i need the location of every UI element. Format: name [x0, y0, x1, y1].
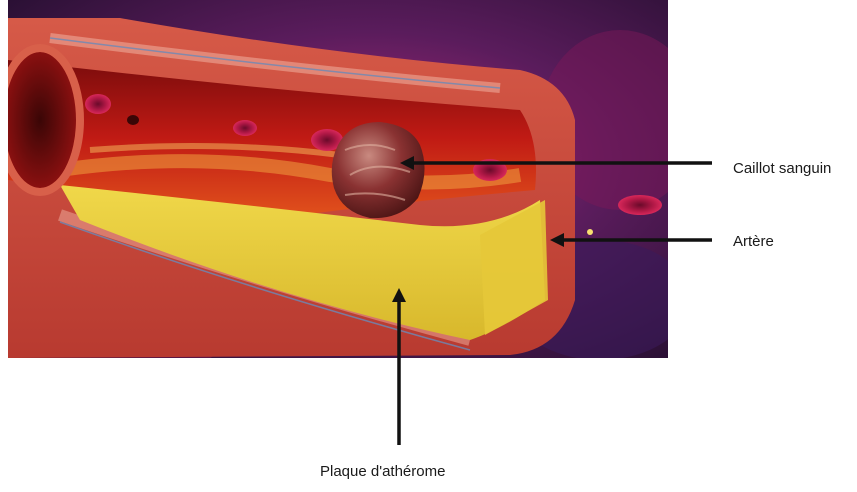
blood-clot-illustration	[332, 122, 425, 218]
red-blood-cell-icon	[233, 120, 257, 136]
label-atheroma-plaque: Plaque d'athérome	[320, 463, 445, 480]
label-blood-clot: Caillot sanguin	[733, 160, 831, 177]
red-blood-cell-icon	[618, 195, 662, 215]
red-blood-cell-icon	[85, 94, 111, 114]
vessel-opening	[4, 52, 76, 188]
label-artery: Artère	[733, 233, 774, 250]
artery-illustration	[0, 0, 700, 390]
